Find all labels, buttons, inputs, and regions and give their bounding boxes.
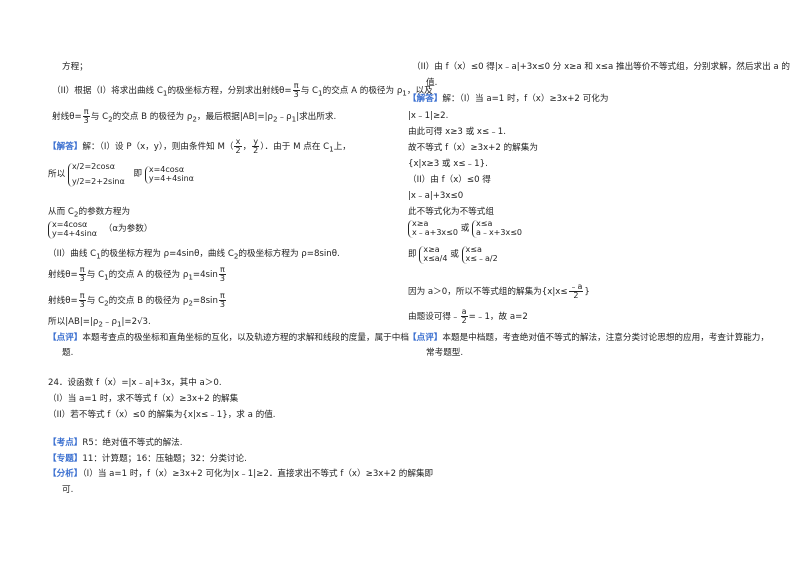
question-title: 24．设函数 f（x）=|x﹣a|+3x，其中 a＞0. (48, 378, 222, 388)
topic-tag: 【专题】 (48, 454, 83, 464)
knowledge-tag: 【考点】 (48, 438, 83, 448)
analysis-tag: 【分析】 (48, 469, 83, 479)
text-line: 常考题型. (426, 348, 464, 358)
text-line: （II）曲线 C1的极坐标方程为 ρ=4sinθ，曲线 C2的极坐标方程为 ρ=… (48, 249, 340, 261)
text-line: 【点评】本题考查点的极坐标和直角坐标的互化，以及轨迹方程的求解和线段的度量，属于… (48, 333, 409, 343)
text-line: 【解答】解：（I）当 a=1 时，f（x）≥3x+2 可化为 (408, 94, 609, 104)
text-line: 从而 C2的参数方程为 (48, 207, 131, 219)
text-line: |x﹣a|+3x≤0 (408, 191, 464, 201)
comment-tag: 【点评】 (408, 333, 443, 343)
text-line: （II）由 f（x）≤0 得 (408, 175, 491, 185)
text-line: 故不等式 f（x）≥3x+2 的解集为 (408, 143, 538, 153)
solution-tag: 【解答】 (48, 142, 83, 152)
question-part: （II）若不等式 f（x）≤0 的解集为{x|x≤﹣1}，求 a 的值. (48, 410, 276, 420)
text-line: 所以|AB|=|ρ2﹣ρ1|=2√3. (48, 317, 151, 329)
solution-tag: 【解答】 (408, 94, 443, 104)
text-line: 方程； (62, 62, 88, 72)
text-line: 此不等式化为不等式组 (408, 207, 494, 217)
text-line: 【考点】R5：绝对值不等式的解法. (48, 438, 183, 448)
text-line: {x|x≥3 或 x≤﹣1}. (408, 159, 488, 169)
text-line: 【专题】11：计算题；16：压轴题；32：分类讨论. (48, 454, 247, 464)
text-line: 值. (426, 78, 438, 88)
text-line: |x﹣1|≥2. (408, 111, 449, 121)
text-line: 可. (62, 485, 74, 495)
question-part: （I）当 a=1 时，求不等式 f（x）≥3x+2 的解集 (48, 394, 239, 404)
text-line: 【点评】本题是中档题，考查绝对值不等式的解法，注意分类讨论思想的应用，考查计算能… (408, 333, 769, 343)
text-line: 【分析】（I）当 a=1 时，f（x）≥3x+2 可化为|x﹣1|≥2．直接求出… (48, 469, 434, 479)
text-line: （II）由 f（x）≤0 得|x﹣a|+3x≤0 分 x≥a 和 x≤a 推出等… (412, 62, 790, 72)
text-line: 题. (62, 348, 74, 358)
text-line: 由此可得 x≥3 或 x≤﹣1. (408, 127, 506, 137)
comment-tag: 【点评】 (48, 333, 83, 343)
